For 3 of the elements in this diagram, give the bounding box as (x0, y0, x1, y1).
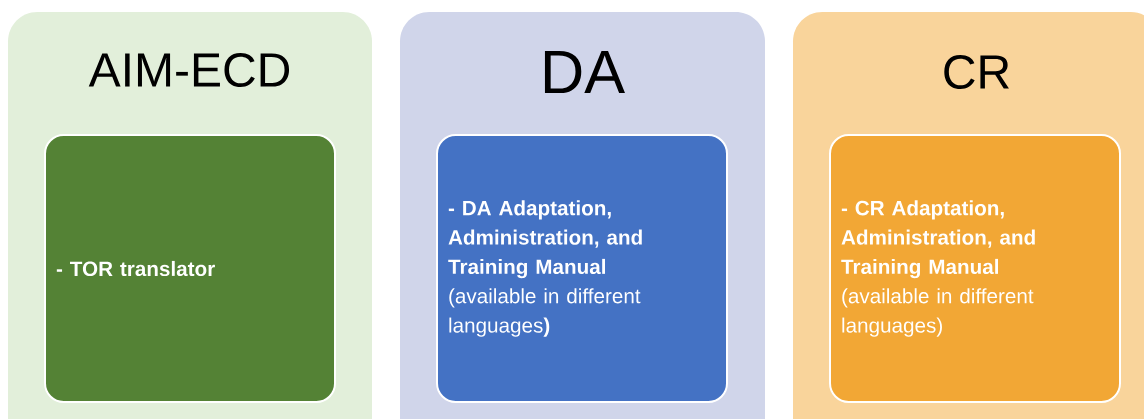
text-box: - CR Adaptation, Administration, and Training Manual (available in different languages) (829, 134, 1121, 403)
text-box: - TOR translator (44, 134, 336, 403)
text-box: - DA Adaptation, Administration, and Training Manual (available in different languages) (436, 134, 728, 403)
